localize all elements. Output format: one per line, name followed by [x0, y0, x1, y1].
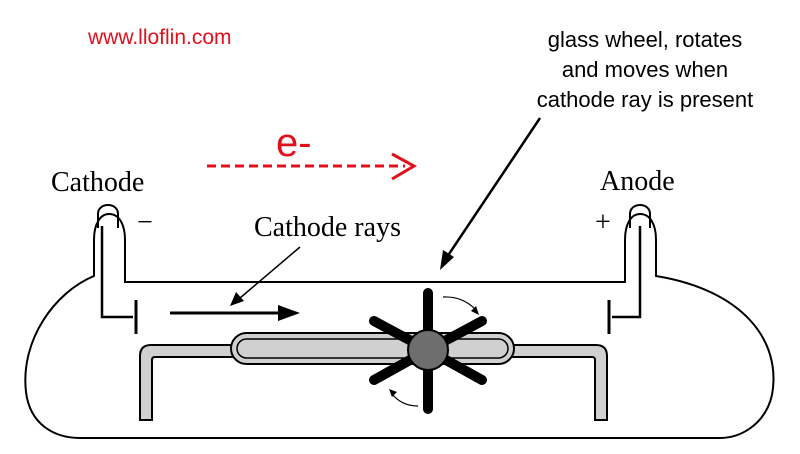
- cathode-label: Cathode: [51, 167, 144, 198]
- rotation-arrow-top: [442, 296, 479, 315]
- anode-cap: [629, 203, 651, 228]
- wheel-hub: [407, 329, 449, 371]
- cathode-sign: −: [137, 207, 153, 238]
- annotation-arrow: [440, 117, 542, 270]
- electron-direction-arrow: [207, 152, 418, 181]
- watermark-text: www.lloflin.com: [87, 26, 232, 49]
- rotation-arrow-bottom: [389, 389, 419, 407]
- annotation-line-2: and moves when: [562, 57, 728, 82]
- anode-electrode: [607, 226, 642, 334]
- annotation-line-1: glass wheel, rotates: [548, 27, 742, 52]
- cathode-rays-label: Cathode rays: [254, 212, 401, 243]
- wheel-axle: [230, 332, 515, 365]
- annotation-line-3: cathode ray is present: [537, 87, 753, 112]
- rail-track: [139, 344, 608, 421]
- cathode-cap: [97, 203, 119, 228]
- glass-tube: [24, 212, 775, 439]
- anode-label: Anode: [600, 166, 675, 197]
- cathode-rays-pointer: [230, 246, 301, 306]
- anode-sign: +: [595, 207, 611, 238]
- cathode-electrode: [100, 226, 138, 334]
- electron-label: e-: [276, 121, 312, 165]
- cathode-ray-arrow: [170, 305, 300, 321]
- wheel-axle-inner: [236, 338, 509, 359]
